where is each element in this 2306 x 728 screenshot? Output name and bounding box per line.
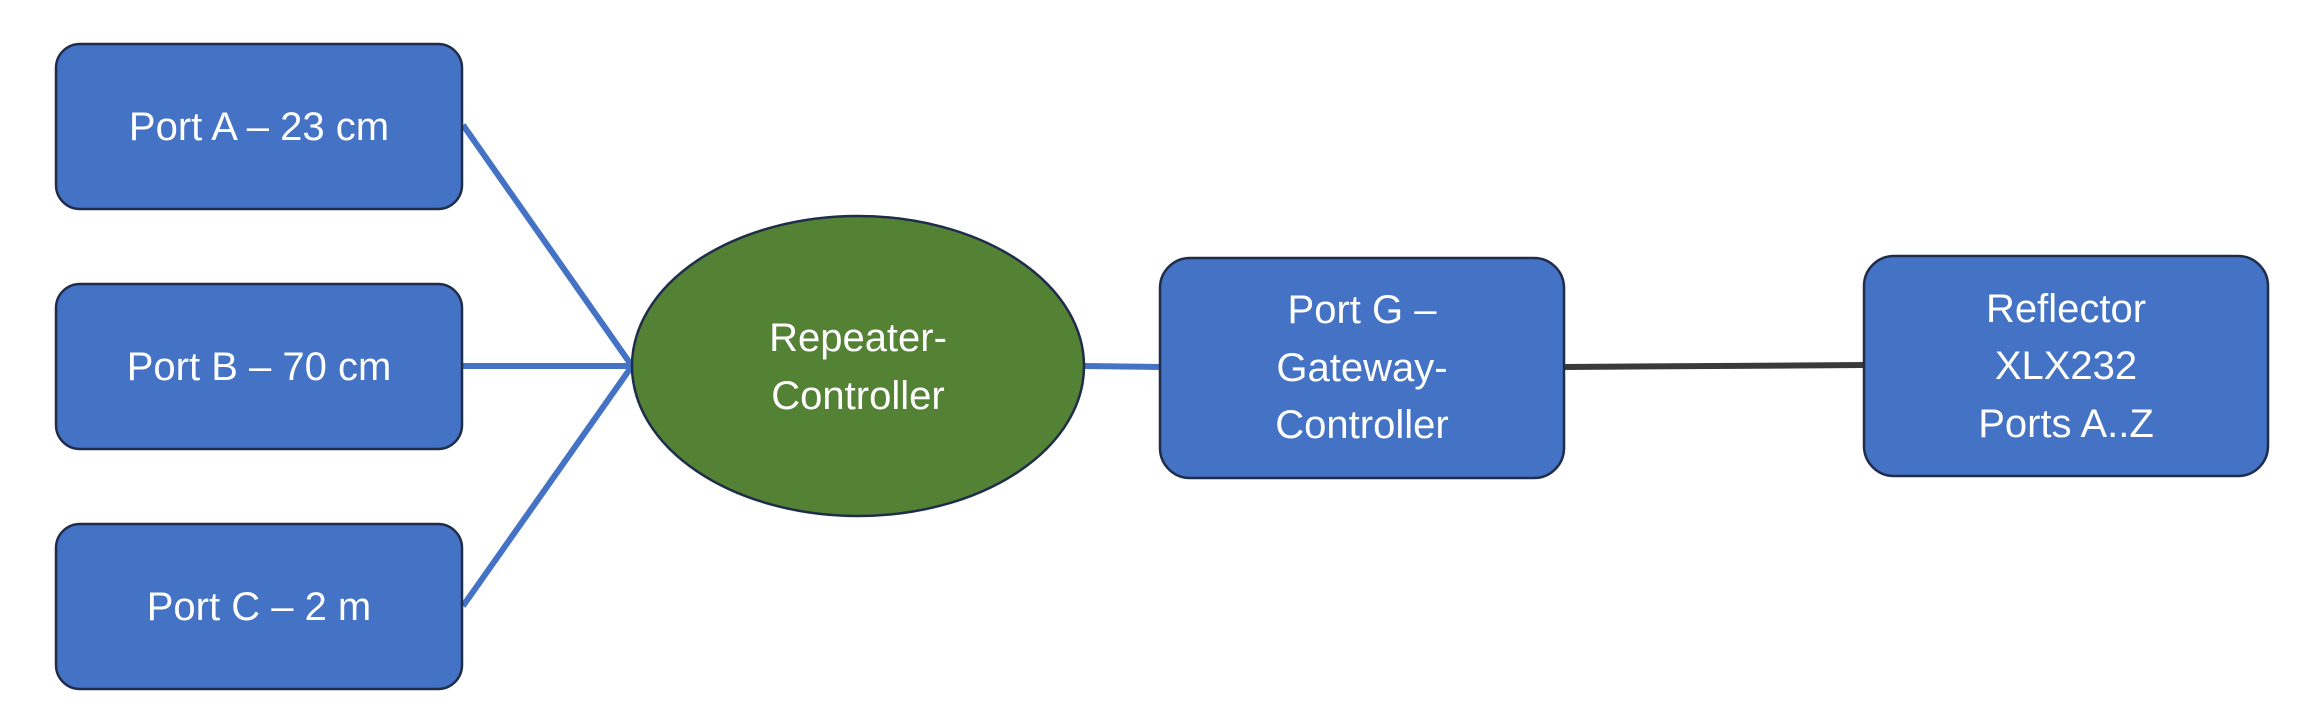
port-g-node: Port G – Gateway- Controller — [1158, 256, 1566, 480]
reflector-box — [1862, 254, 2270, 478]
port-a-box — [54, 42, 464, 211]
reflector-node: Reflector XLX232 Ports A..Z — [1862, 254, 2270, 478]
reflector-label-line-1: Reflector — [1986, 287, 2146, 331]
repeater-controller-node: Repeater- Controller — [630, 214, 1086, 518]
port-b-label: Port B – 70 cm — [127, 345, 392, 389]
connector-port-g-to-reflector — [1563, 362, 1865, 370]
repeater-controller-ellipse — [630, 214, 1086, 518]
connector-port-c-to-repeater — [460, 364, 635, 608]
port-a-label: Port A – 23 cm — [129, 105, 389, 149]
connector-port-a-to-repeater — [460, 123, 635, 368]
port-a-node: Port A – 23 cm — [54, 42, 464, 211]
repeater-controller-label-line-2: Controller — [771, 374, 944, 418]
port-g-label-line-1: Port G – — [1288, 288, 1438, 332]
connectors — [460, 123, 1865, 608]
port-c-box — [54, 522, 464, 691]
connector-repeater-to-port-g — [1083, 363, 1161, 370]
repeater-controller-label-line-1: Repeater- — [769, 316, 947, 360]
reflector-label-line-2: XLX232 — [1995, 344, 2137, 388]
port-g-box — [1158, 256, 1566, 480]
port-c-label: Port C – 2 m — [147, 585, 372, 629]
port-g-label-line-2: Gateway- — [1276, 346, 1447, 390]
port-b-box — [54, 282, 464, 451]
port-g-label-line-3: Controller — [1275, 403, 1448, 447]
port-c-node: Port C – 2 m — [54, 522, 464, 691]
reflector-label-line-3: Ports A..Z — [1978, 402, 2154, 446]
port-b-node: Port B – 70 cm — [54, 282, 464, 451]
